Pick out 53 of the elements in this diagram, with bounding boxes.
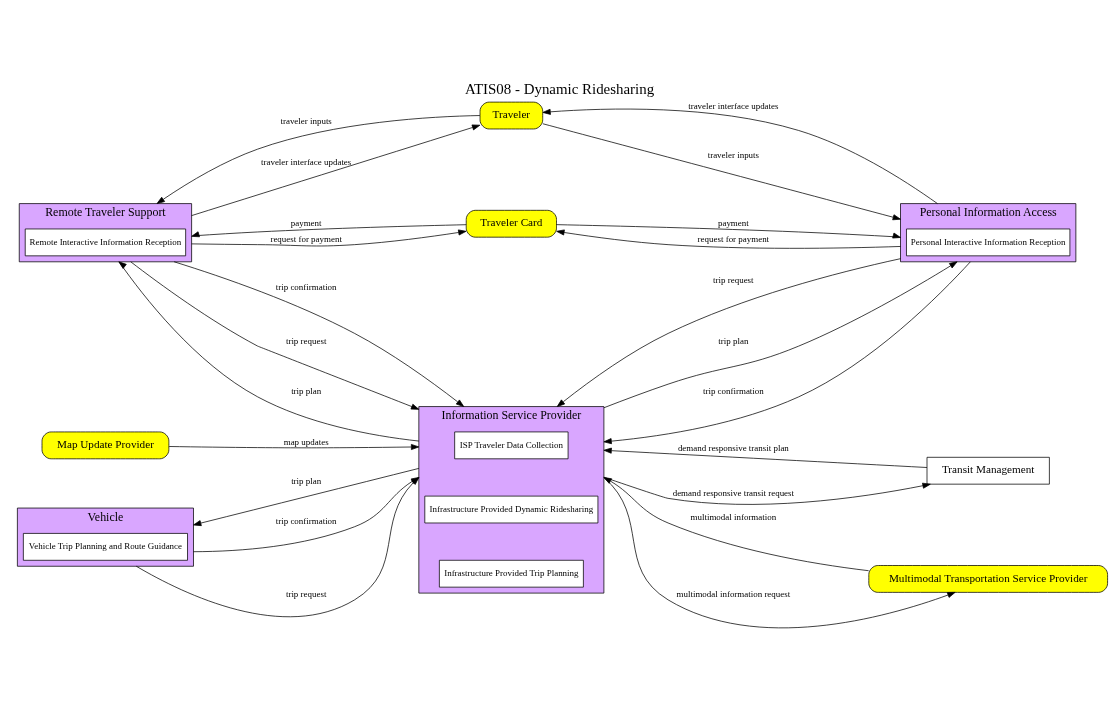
- node-box: Multimodal Transportation Service Provider: [868, 564, 1108, 593]
- arrow: [191, 124, 481, 216]
- node-box: Remote Interactive Information Reception: [24, 228, 187, 256]
- arrow: [542, 122, 901, 220]
- arrow: [191, 229, 467, 246]
- node-box: Vehicle Trip Planning and Route Guidance: [23, 532, 188, 561]
- arrow: [603, 260, 958, 408]
- arrow: [156, 114, 481, 204]
- arrow: [603, 476, 869, 571]
- arrow: [191, 223, 467, 237]
- arrow: [542, 108, 938, 204]
- edge-label: trip request: [713, 274, 754, 285]
- arrow: [603, 476, 931, 505]
- edge-label: traveler inputs: [707, 149, 760, 160]
- node-box: Map Update Provider: [41, 431, 170, 459]
- arrow: [603, 260, 971, 444]
- edge-label: traveler interface updates: [688, 100, 779, 111]
- arrow: [173, 260, 465, 407]
- edge-label: trip plan: [718, 335, 749, 346]
- edge-label: request for payment: [697, 233, 770, 244]
- node-box: Traveler Card: [465, 209, 557, 238]
- edge-label: demand responsive transit request: [672, 487, 795, 498]
- arrow: [118, 260, 420, 441]
- edge-label: multimodal information request: [676, 588, 791, 599]
- edge-label: trip request: [285, 588, 327, 599]
- arrow: [556, 223, 901, 238]
- edge-label: traveler inputs: [280, 115, 332, 126]
- edge-label: trip plan: [291, 475, 322, 486]
- arrow: [130, 260, 420, 410]
- edge-label: trip request: [285, 335, 327, 346]
- arrow: [556, 229, 901, 249]
- edge-label: trip plan: [291, 385, 322, 396]
- edge-label: map updates: [283, 436, 329, 447]
- node-box: Transit Management: [926, 456, 1050, 485]
- edge-label: payment: [290, 217, 322, 228]
- edge-label: demand responsive transit plan: [677, 442, 789, 453]
- edge-label: trip confirmation: [275, 515, 337, 526]
- edge-label: trip confirmation: [275, 281, 337, 292]
- edge-label: multimodal information: [690, 511, 777, 522]
- edge-label: request for payment: [270, 233, 342, 244]
- arrow: [603, 447, 928, 468]
- node-box: ISP Traveler Data Collection: [454, 431, 569, 459]
- edge-label: payment: [717, 217, 749, 228]
- node-box: Infrastructure Provided Dynamic Ridesharing: [424, 495, 599, 523]
- arrow: [556, 257, 901, 407]
- diagram-title: ATIS08 - Dynamic Ridesharing: [464, 80, 655, 97]
- arrow: [603, 476, 956, 628]
- node-box: Personal Interactive Information Reception: [906, 228, 1071, 256]
- arrow: [168, 443, 420, 450]
- node-box: Infrastructure Provided Trip Planning: [439, 559, 584, 588]
- edge-label: traveler interface updates: [261, 156, 352, 167]
- edge-label: trip confirmation: [702, 385, 764, 396]
- node-box: Traveler: [479, 101, 544, 129]
